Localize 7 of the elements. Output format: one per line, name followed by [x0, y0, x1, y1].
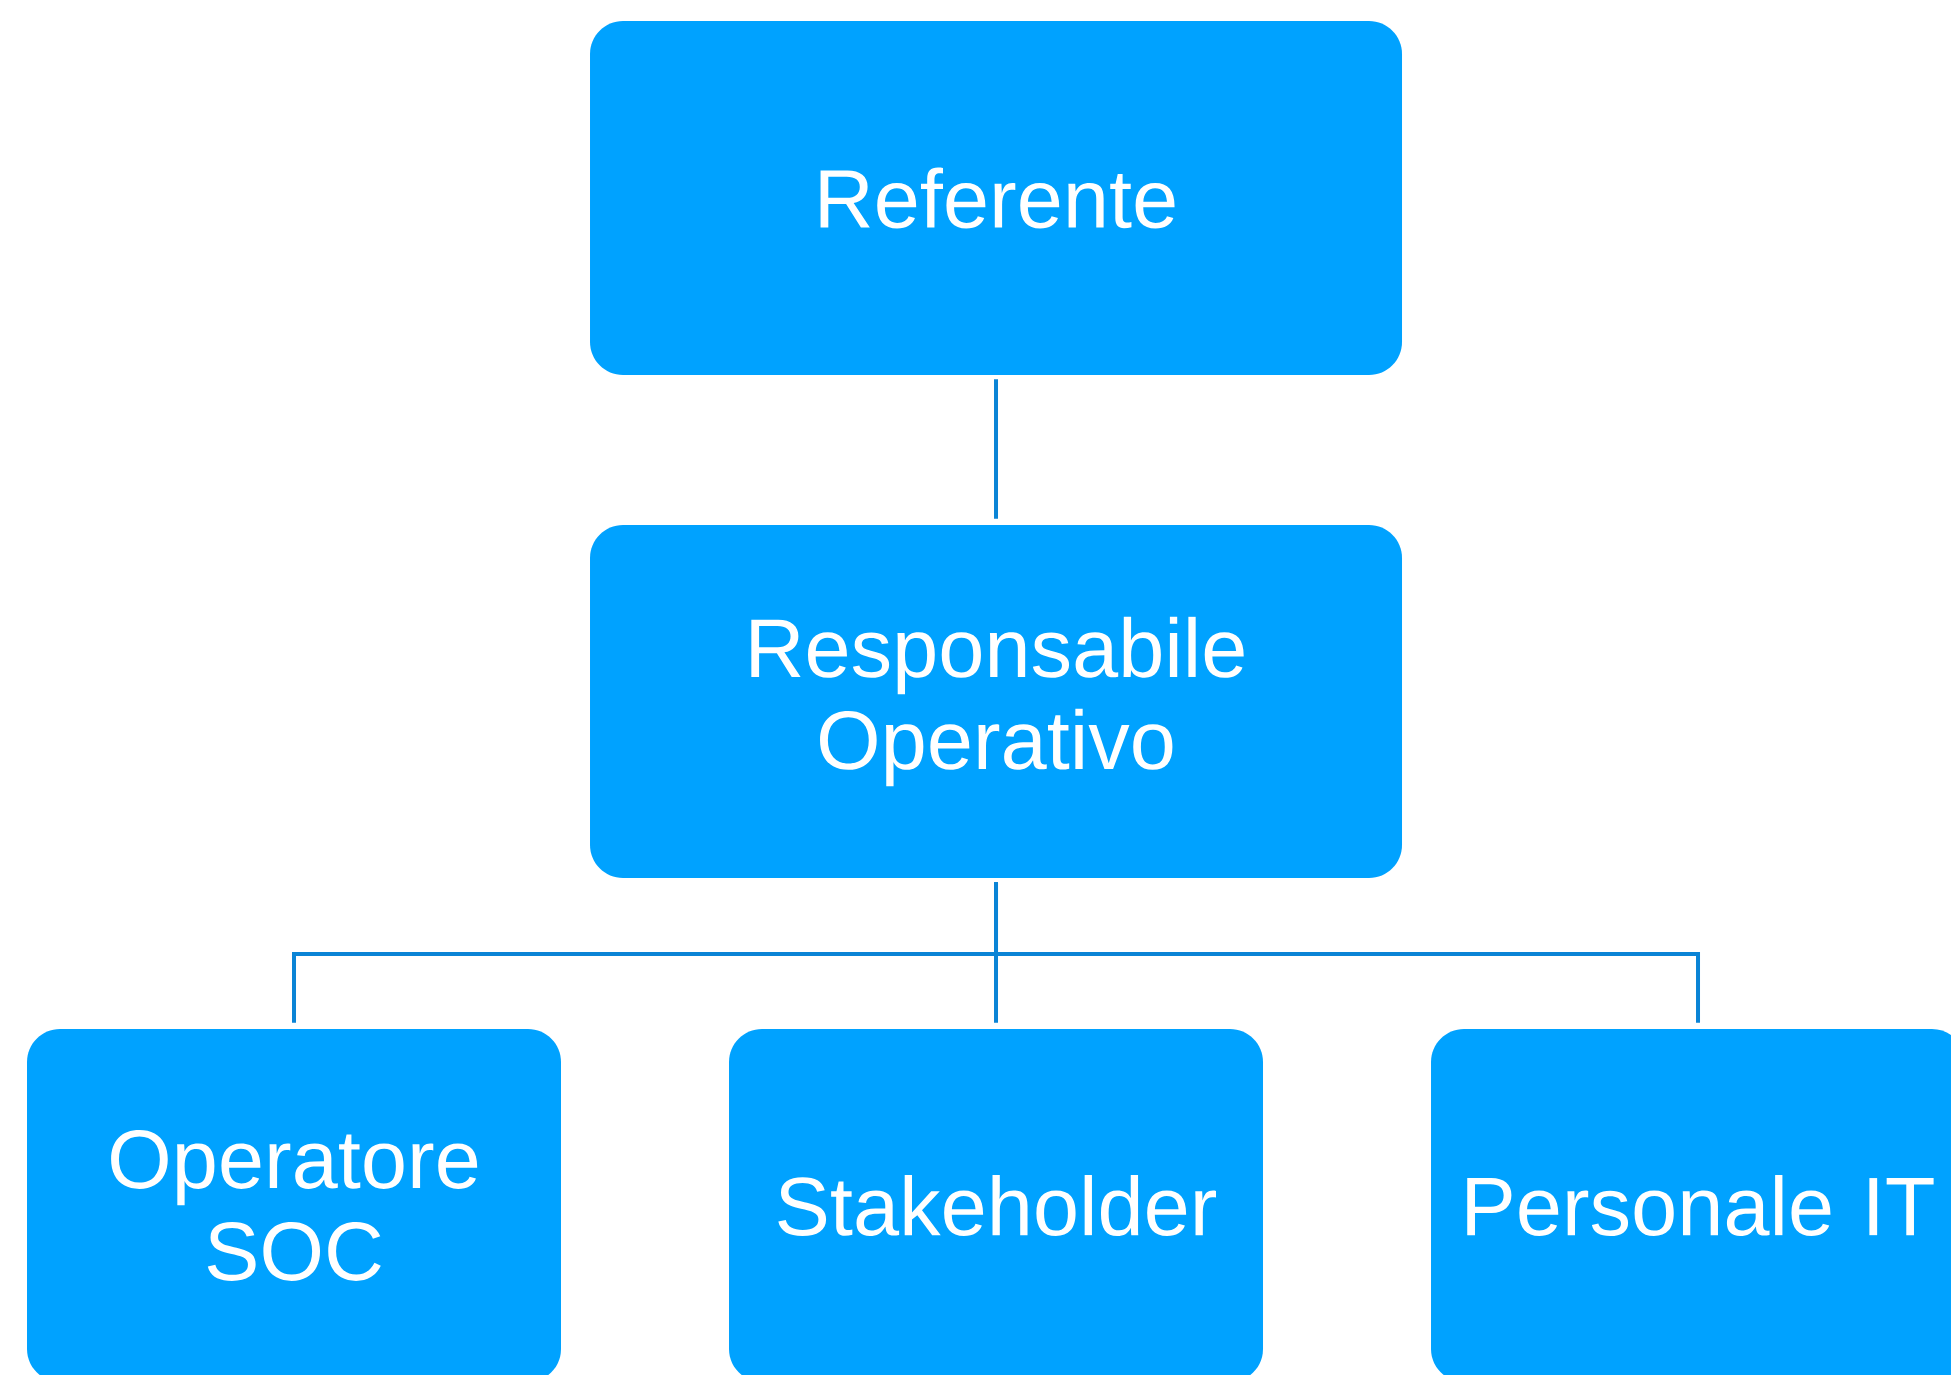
org-box: Referente — [590, 21, 1402, 375]
org-box: Operatore SOC — [27, 1029, 561, 1375]
connector-line — [994, 379, 998, 519]
org-box: Stakeholder — [729, 1029, 1263, 1375]
org-box: Responsabile Operativo — [590, 525, 1402, 878]
connector-line — [994, 882, 1700, 1023]
org-box: Personale IT — [1431, 1029, 1951, 1375]
